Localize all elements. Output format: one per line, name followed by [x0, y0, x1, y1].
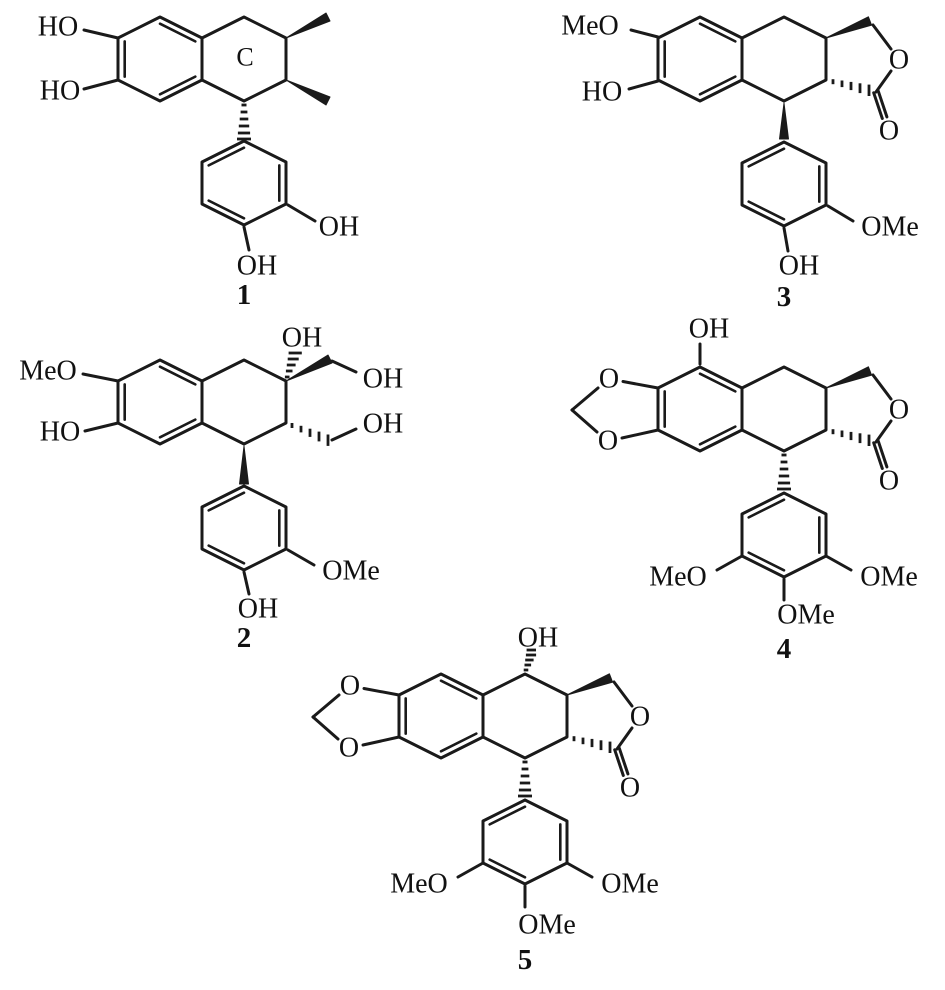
ring-c-label: C [236, 43, 253, 72]
atom-label-ome: OMe [518, 910, 576, 941]
atom-label-oh: OH [363, 409, 403, 440]
atom-label-ome: OMe [322, 556, 380, 587]
compound-2-number: 2 [237, 622, 252, 654]
atom-label-ho: HO [38, 12, 78, 43]
atom-label-meo: MeO [390, 869, 448, 900]
atom-label-o: O [599, 364, 619, 395]
hash-bond [831, 79, 871, 96]
atom-label-o: O [879, 116, 899, 147]
hash-bond [572, 736, 612, 753]
hash-bond [284, 351, 302, 379]
atom-label-o: O [630, 702, 650, 733]
structure-1-bonds [82, 12, 331, 252]
compound-5-number: 5 [518, 944, 533, 976]
atom-label-oh: OH [319, 212, 359, 243]
compound-4-number: 4 [777, 633, 792, 665]
methylenedioxy-ring [570, 380, 660, 440]
atom-label-oh: OH [363, 364, 403, 395]
structure-4: OH O O O O MeO OMe OMe 4 [570, 314, 918, 665]
atom-label-ho: HO [582, 77, 622, 108]
hash-bond [777, 453, 791, 491]
atom-label-ome: OMe [601, 869, 659, 900]
structure-1: HO HO C OH OH 1 [38, 12, 359, 312]
lactone-ring [566, 673, 634, 777]
atom-label-oh: OH [238, 594, 278, 625]
structure-4-bonds [570, 342, 893, 602]
structure-2: MeO HO OH OH OH OMe OH 2 [19, 323, 403, 655]
compound-3-number: 3 [777, 281, 792, 313]
structure-5: OH O O O O MeO OMe OMe 5 [311, 623, 659, 976]
atom-label-oh: OH [518, 623, 558, 654]
atom-label-o: O [889, 45, 909, 76]
atom-label-oh: OH [689, 314, 729, 345]
hash-bond [290, 423, 330, 446]
atom-label-oh: OH [237, 251, 277, 282]
atom-label-ome: OMe [861, 212, 919, 243]
structure-2-bonds [81, 351, 358, 596]
atom-label-o: O [340, 671, 360, 702]
structure-3: MeO HO O O OMe OH 3 [561, 11, 919, 314]
atom-label-o: O [620, 773, 640, 804]
hash-bond [831, 429, 871, 446]
structure-3-bonds [627, 15, 893, 253]
atom-label-oh: OH [282, 323, 322, 354]
atom-label-oh: OH [779, 251, 819, 282]
atom-label-ho: HO [40, 417, 80, 448]
methylenedioxy-ring [311, 687, 401, 747]
atom-label-meo: MeO [19, 356, 77, 387]
compound-1-number: 1 [237, 279, 252, 311]
atom-label-ome: OMe [777, 600, 835, 631]
hash-bond [237, 103, 251, 141]
atom-label-o: O [879, 466, 899, 497]
structure-5-bonds [311, 648, 634, 909]
atom-label-meo: MeO [649, 562, 707, 593]
atom-label-ome: OMe [860, 562, 918, 593]
atom-label-meo: MeO [561, 11, 619, 42]
lactone-ring [825, 366, 893, 470]
atom-label-o: O [889, 395, 909, 426]
hash-bond [518, 760, 532, 798]
atom-label-ho: HO [40, 76, 80, 107]
atom-label-o: O [598, 426, 618, 457]
hash-bond [523, 648, 537, 672]
lactone-ring [825, 16, 893, 120]
atom-label-o: O [339, 733, 359, 764]
